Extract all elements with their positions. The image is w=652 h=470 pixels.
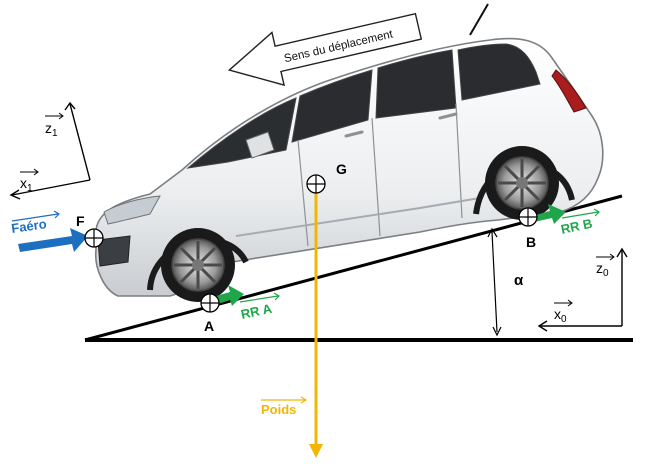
angle-label: α	[514, 272, 524, 289]
point-a-label: A	[204, 318, 214, 334]
point-a-marker	[200, 293, 220, 313]
z1-letter: z	[45, 120, 52, 136]
z1-axis-label: z1	[45, 112, 64, 139]
x0-sub: 0	[561, 314, 567, 325]
svg-text:x1: x1	[20, 175, 33, 194]
svg-text:x0: x0	[554, 306, 567, 325]
car-antenna	[469, 3, 489, 36]
point-f-marker	[84, 228, 104, 248]
car-door-lines	[297, 103, 463, 247]
rr-b-vector-bar	[561, 211, 599, 219]
z0-sub: 0	[603, 268, 609, 279]
point-g-marker	[306, 174, 326, 194]
z0-axis-label: z0	[596, 253, 615, 279]
poids-vector-head	[300, 396, 308, 404]
rr-b-vector-head	[593, 208, 600, 217]
point-b-marker	[518, 207, 538, 227]
x1-letter: x	[20, 175, 27, 191]
point-f-label: F	[76, 213, 85, 229]
frame-1	[9, 101, 91, 200]
poids-label: Poids	[261, 402, 296, 417]
rr-a-vector-bar	[239, 295, 279, 303]
faero-label: Faéro	[10, 216, 47, 236]
rr-a-arrow	[216, 285, 244, 306]
point-b-label: B	[526, 234, 536, 250]
poids-arrow	[309, 188, 323, 458]
car-front-window	[291, 69, 373, 143]
angle-marker	[487, 227, 502, 337]
car-handle-rear	[438, 112, 458, 120]
x0-letter: x	[554, 306, 561, 322]
car-side-trim	[235, 197, 481, 237]
rear-wheel	[485, 146, 559, 220]
front-wheel	[161, 228, 235, 302]
x1-sub: 1	[27, 183, 33, 194]
rr-b-arrow	[532, 204, 566, 224]
z0-letter: z	[596, 260, 603, 276]
z1-sub: 1	[52, 128, 58, 139]
faero-vector-bar	[11, 213, 59, 222]
car-grille	[97, 235, 131, 267]
car-tail-light	[551, 69, 587, 113]
svg-text:z1: z1	[45, 120, 58, 139]
rr-a-vector-head	[273, 292, 280, 301]
car	[94, 37, 604, 302]
car-rear-window	[375, 49, 457, 119]
rr-b-label: RR B	[560, 216, 594, 237]
car-headlight	[103, 195, 161, 225]
rr-a-label: RR A	[240, 301, 274, 322]
frame-0	[537, 247, 628, 332]
x1-axis-label: x1	[20, 168, 39, 194]
point-g-label: G	[336, 161, 347, 177]
svg-text:z0: z0	[596, 260, 609, 279]
faero-arrow	[18, 228, 88, 252]
car-mirror	[245, 131, 275, 159]
x0-axis-label: x0	[554, 299, 573, 325]
car-handle-front	[344, 130, 364, 138]
faero-vector-head	[53, 210, 60, 219]
car-quarter-window	[457, 43, 541, 101]
